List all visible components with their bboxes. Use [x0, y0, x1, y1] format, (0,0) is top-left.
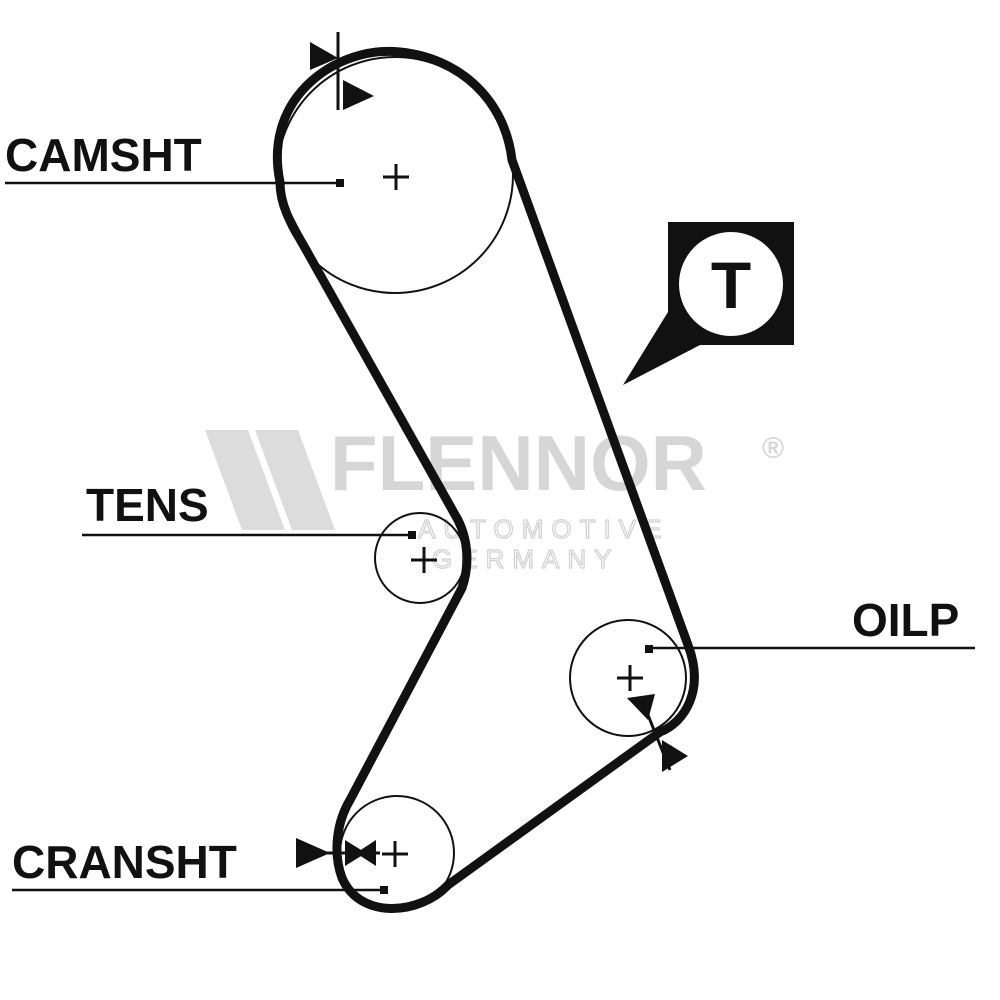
crankshaft-label: CRANSHT — [12, 836, 237, 888]
tensioner-center-icon — [411, 547, 437, 573]
camshaft-timing-mark-icon — [310, 32, 374, 110]
oil-pump-center-icon — [617, 665, 643, 691]
badge-circle — [679, 232, 783, 336]
crankshaft-leader-dot — [380, 886, 388, 894]
camshaft-leader-dot — [336, 179, 344, 187]
watermark-logo-icon — [205, 430, 335, 530]
camshaft-center-icon — [383, 164, 409, 190]
oil-pump-timing-mark-icon — [627, 694, 688, 772]
watermark-registered: ® — [762, 432, 784, 465]
watermark-brand: FLENNOR — [330, 419, 707, 507]
oil-pump-leader-dot — [645, 645, 653, 653]
tensioner-leader-dot — [408, 531, 416, 539]
camshaft-label: CAMSHT — [5, 129, 202, 181]
badge-letter: T — [711, 248, 751, 322]
timing-belt — [273, 46, 699, 913]
watermark: FLENNOR ® AUTOMOTIVE GERMANY — [205, 419, 784, 575]
oil-pump-label: OILP — [852, 594, 959, 646]
tensioner-badge: T — [623, 222, 794, 385]
crankshaft-timing-mark-icon — [296, 838, 380, 868]
tensioner-label: TENS — [86, 479, 209, 531]
watermark-line2: GERMANY — [432, 544, 619, 574]
crankshaft-center-icon — [382, 841, 408, 867]
oil-pump-pulley — [569, 619, 687, 737]
